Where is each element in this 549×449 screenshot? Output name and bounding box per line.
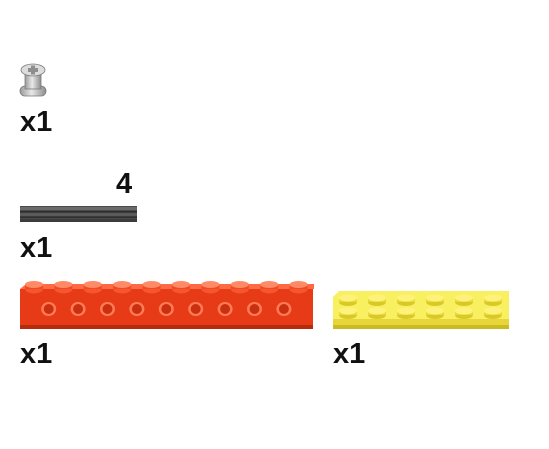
technic-axle-icon <box>20 205 138 223</box>
plate-icon <box>333 287 511 331</box>
bush-quantity: x1 <box>20 106 53 138</box>
plate-quantity: x1 <box>333 338 366 370</box>
axle-quantity: x1 <box>20 232 53 264</box>
technic-brick-quantity: x1 <box>20 338 53 370</box>
axle-length-label: 4 <box>116 168 133 200</box>
technic-brick-icon <box>20 281 314 331</box>
technic-bush-icon <box>19 62 47 98</box>
